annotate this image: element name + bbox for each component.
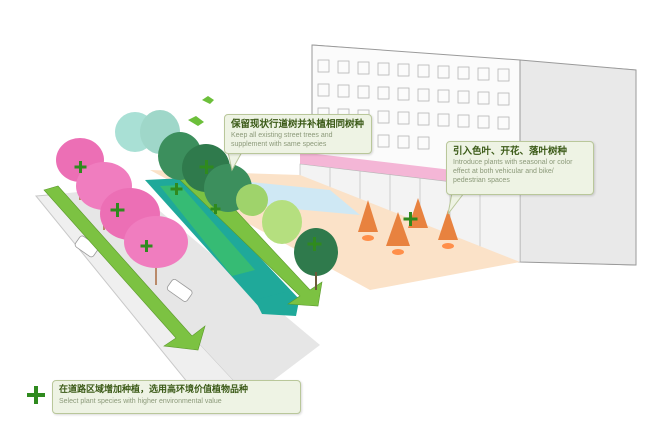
legend-subtitle: Select plant species with higher environ… xyxy=(59,398,222,405)
callout-subtitle: Keep all existing street trees and suppl… xyxy=(231,132,333,148)
plus-icon xyxy=(27,386,45,404)
callout-seasonal-plants: 引入色叶、开花、落叶树种 Introduce plants with seaso… xyxy=(446,141,594,195)
callout-subtitle: Introduce plants with seasonal or color … xyxy=(453,159,573,184)
callout-title: 保留现状行道树并补植相同树种 xyxy=(231,119,365,130)
callout-title: 引入色叶、开花、落叶树种 xyxy=(453,146,568,157)
legend-title: 在道路区域增加种植，选用高环境价值植物品种 xyxy=(59,385,249,395)
green-tree-row xyxy=(115,110,338,290)
pink-tree-row xyxy=(56,138,188,285)
plus-markers xyxy=(74,160,418,252)
bike-arrow xyxy=(255,292,300,316)
callout-street-trees: 保留现状行道树并补植相同树种 Keep all existing street … xyxy=(224,114,372,154)
bird-icons xyxy=(188,96,214,126)
planting-strip xyxy=(160,185,255,276)
legend: 在道路区域增加种植，选用高环境价值植物品种 Select plant speci… xyxy=(26,380,306,414)
legend-box: 在道路区域增加种植，选用高环境价值植物品种 Select plant speci… xyxy=(52,380,301,414)
